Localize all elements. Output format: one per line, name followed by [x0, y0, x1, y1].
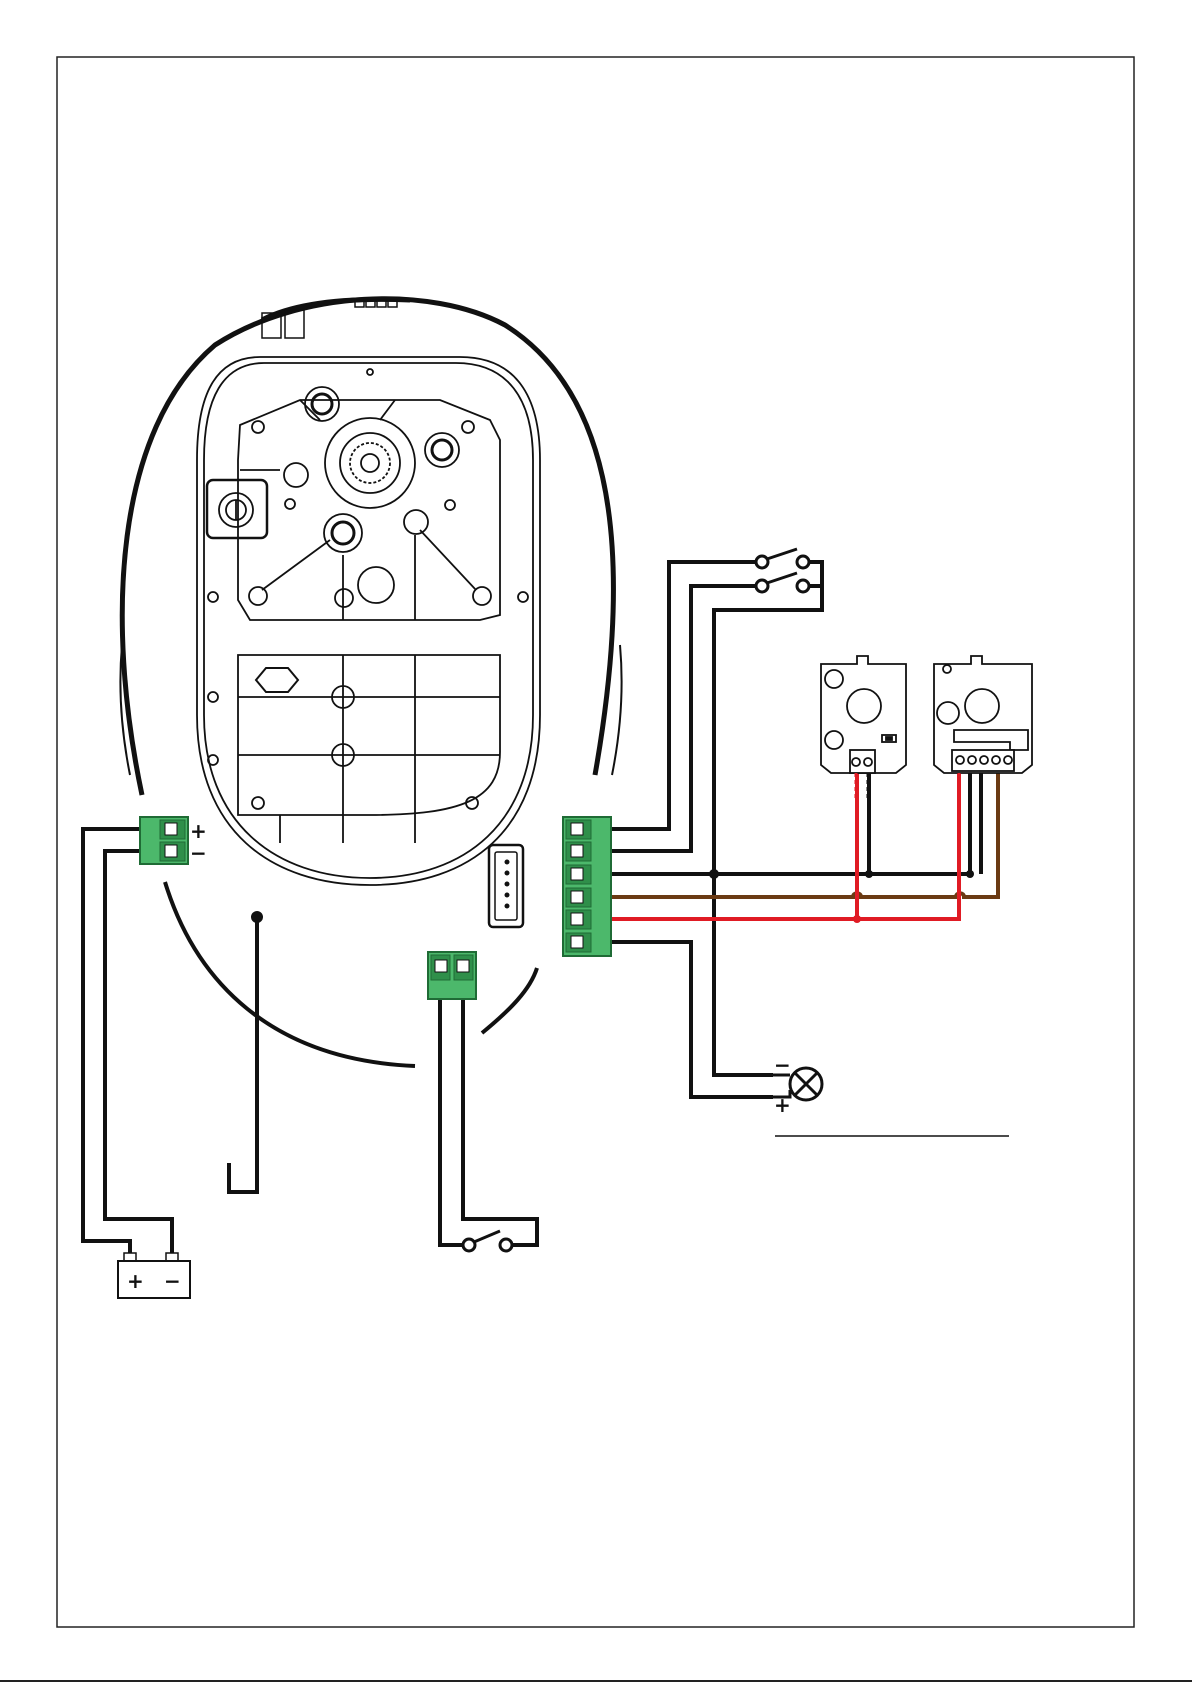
antenna-terminal-block: [428, 952, 476, 999]
lamp-minus-sign: −: [774, 1053, 791, 1077]
six-way-terminal-block: [563, 817, 611, 956]
antenna-wire: [229, 913, 261, 1192]
battery-minus-sign: −: [164, 1269, 181, 1293]
release-knob: [207, 480, 267, 538]
key-switch: [756, 549, 809, 592]
usb-port: [489, 845, 523, 927]
pushbutton-switch: [463, 1231, 512, 1251]
motor-unit-housing: [120, 299, 621, 1066]
six-way-wiring: [610, 562, 998, 1097]
power-wiring: [83, 829, 172, 1256]
power-plus-sign: +: [190, 819, 207, 843]
power-minus-sign: −: [190, 841, 207, 865]
power-terminal-block: [140, 817, 188, 864]
base-plate: [197, 357, 540, 885]
battery-plus-sign: +: [127, 1269, 144, 1293]
photocell-receiver: [934, 656, 1032, 773]
photocell-transmitter: [821, 656, 906, 773]
lamp-plus-sign: +: [774, 1093, 791, 1117]
key-switch-wiring: [440, 998, 537, 1245]
